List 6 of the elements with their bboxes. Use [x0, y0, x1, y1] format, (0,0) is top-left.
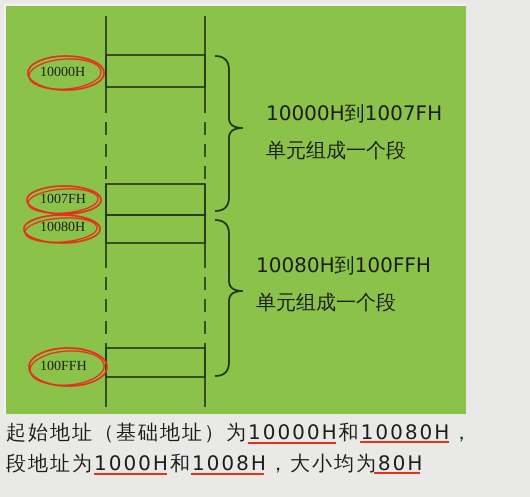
address-label: 100FFH	[40, 358, 87, 376]
address-label: 10080H	[40, 219, 86, 237]
address-label: 1007FH	[40, 191, 86, 209]
segment-note: 10080H到100FFH单元组成一个段	[256, 252, 432, 316]
segment-note: 10000H到1007FH单元组成一个段	[266, 100, 444, 164]
address-label: 10000H	[40, 64, 86, 82]
